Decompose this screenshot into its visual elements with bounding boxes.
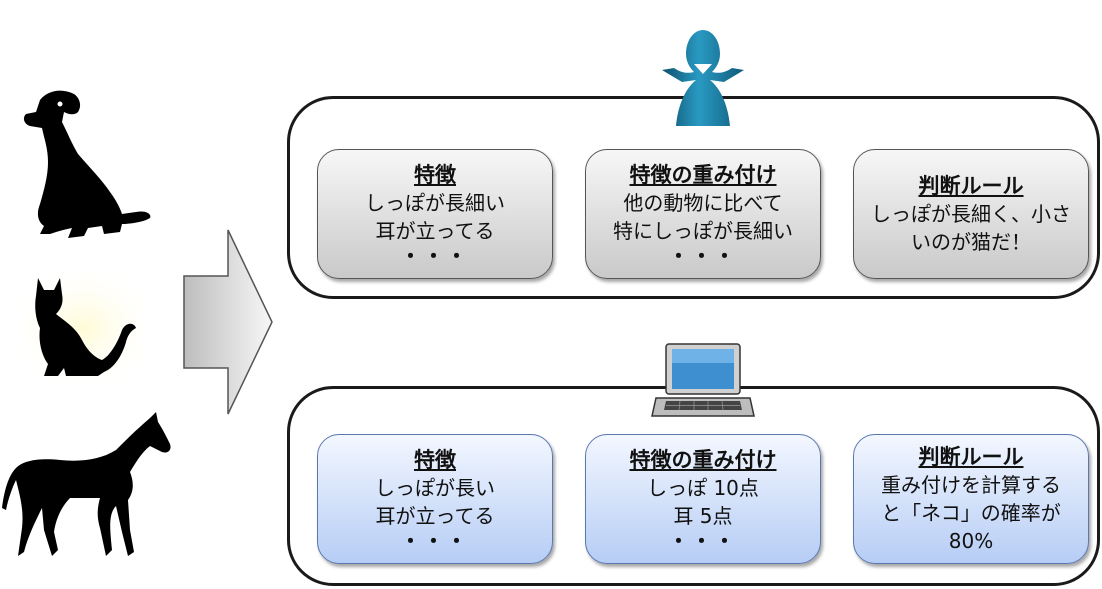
- box-line: 耳が立ってる: [375, 219, 495, 243]
- box-line: 特にしっぽが長細い: [613, 219, 793, 243]
- box-line: 重み付けを計算する: [881, 473, 1061, 497]
- box-title: 特徴: [414, 448, 456, 472]
- human-feature-box: 特徴 しっぽが長細い 耳が立ってる ・・・: [317, 149, 553, 279]
- box-line: と「ネコ」の確率が: [881, 501, 1061, 525]
- laptop-icon: [651, 343, 755, 417]
- box-line: いのが猫だ！: [911, 230, 1031, 254]
- ellipsis: ・・・: [668, 529, 738, 553]
- box-line: 耳が立ってる: [375, 504, 495, 528]
- box-title: 判断ルール: [918, 445, 1024, 469]
- computer-rule-box: 判断ルール 重み付けを計算する と「ネコ」の確率が 80%: [853, 434, 1089, 564]
- ellipsis: ・・・: [400, 244, 470, 268]
- ellipsis: ・・・: [668, 244, 738, 268]
- box-title: 特徴の重み付け: [629, 448, 777, 472]
- box-title: 特徴: [414, 163, 456, 187]
- box-line: しっぽ 10点: [647, 476, 759, 500]
- box-line: 80%: [948, 529, 994, 553]
- horse-silhouette-icon: [2, 412, 171, 556]
- box-line: 耳 5点: [673, 504, 733, 528]
- arrow-right-icon: [183, 229, 273, 415]
- box-line: しっぽが長細く、小さ: [871, 202, 1071, 226]
- computer-weighting-box: 特徴の重み付け しっぽ 10点 耳 5点 ・・・: [585, 434, 821, 564]
- box-line: 他の動物に比べて: [623, 191, 783, 215]
- dog-silhouette-icon: [23, 90, 151, 238]
- box-title: 判断ルール: [918, 174, 1024, 198]
- human-rule-box: 判断ルール しっぽが長細く、小さ いのが猫だ！: [853, 149, 1089, 279]
- human-weighting-box: 特徴の重み付け 他の動物に比べて 特にしっぽが長細い ・・・: [585, 149, 821, 279]
- computer-feature-box: 特徴 しっぽが長い 耳が立ってる ・・・: [317, 434, 553, 564]
- person-icon: [662, 30, 744, 126]
- box-line: しっぽが長細い: [365, 191, 505, 215]
- box-title: 特徴の重み付け: [629, 163, 777, 187]
- ellipsis: ・・・: [400, 529, 470, 553]
- box-line: しっぽが長い: [375, 476, 495, 500]
- cat-silhouette-icon: [18, 272, 150, 384]
